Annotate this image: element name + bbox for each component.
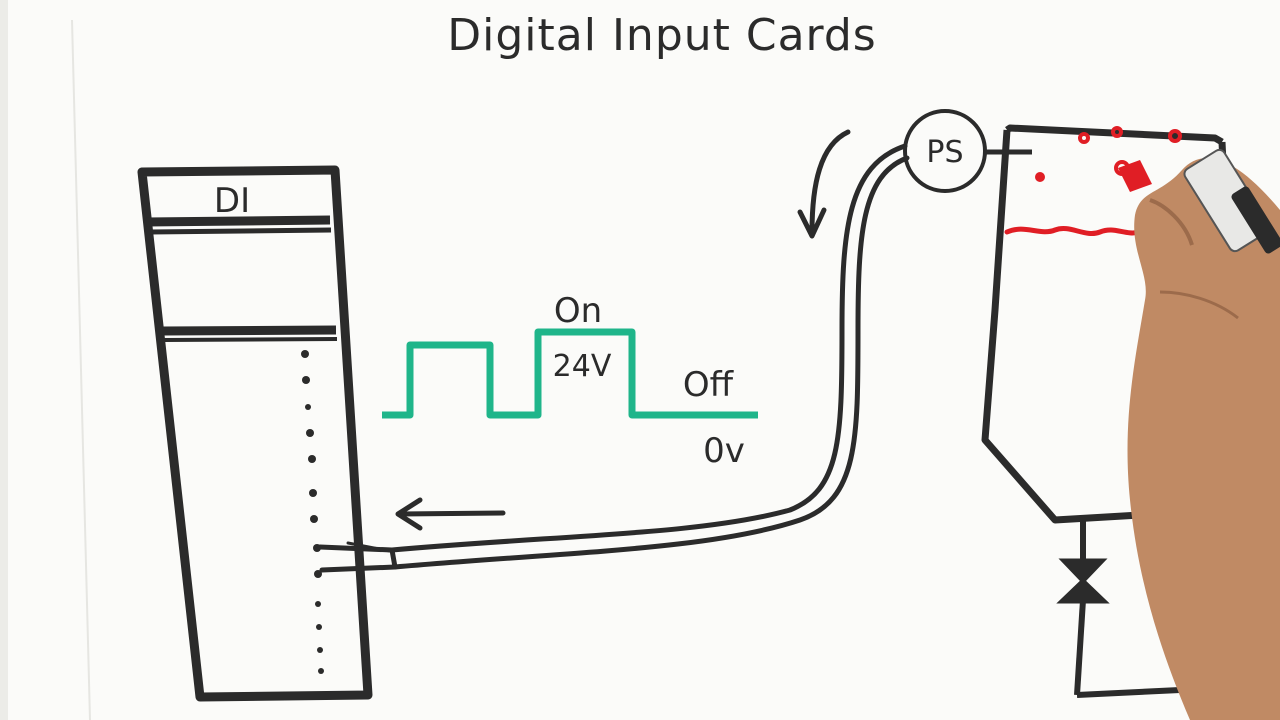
curved-arrow-down-icon (797, 129, 851, 239)
presenter-hand (1118, 148, 1280, 720)
square-wave-signal (382, 328, 758, 419)
valve-icon (1056, 558, 1110, 604)
signal-voltage-off-label: 0v (703, 431, 745, 471)
signal-cable (317, 143, 910, 573)
card-label: DI (214, 181, 250, 221)
liquid-level (1004, 226, 1143, 236)
signal-off-label: Off (683, 365, 735, 405)
outlet-pipe (1074, 520, 1181, 698)
pressure-switch-label: PS (926, 135, 963, 170)
signal-voltage-on-label: 24V (553, 349, 612, 384)
digital-input-card (137, 165, 373, 702)
diagram-title: Digital Input Cards (447, 10, 876, 61)
terminal-dots (301, 350, 324, 674)
signal-on-label: On (554, 291, 602, 331)
arrow-left-icon (395, 497, 506, 531)
